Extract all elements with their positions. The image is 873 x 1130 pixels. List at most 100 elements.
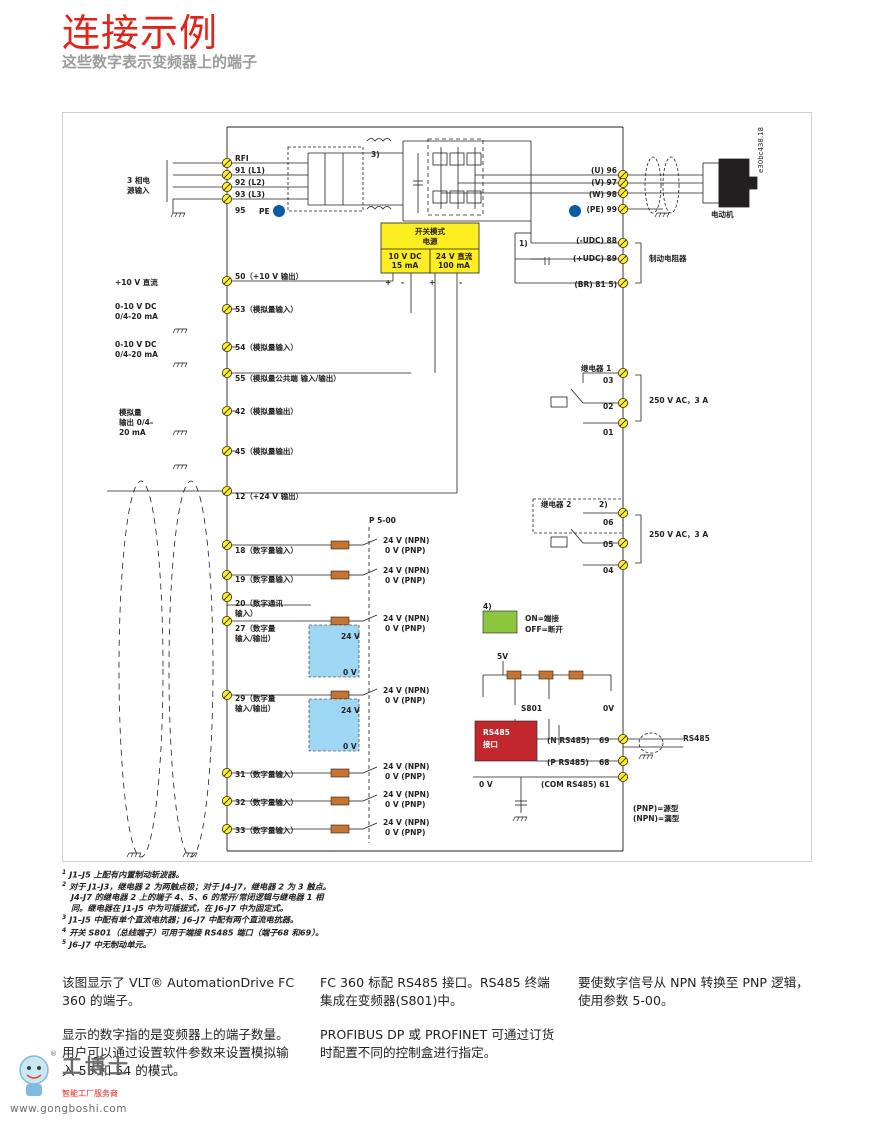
psu-24v-2: 100 mA xyxy=(438,261,470,270)
brake-label: 制动电阻器 xyxy=(649,253,687,263)
relay1-label: 继电器 1 xyxy=(581,363,611,373)
t31-label: 31（数字量输入） xyxy=(235,769,298,779)
t29-label-2: 输入/输出） xyxy=(235,703,275,713)
npn-19: 24 V (NPN) xyxy=(383,566,429,575)
psu-24v-1: 24 V 直流 xyxy=(436,251,473,261)
relay1-rating: 250 V AC，3 A xyxy=(649,396,708,405)
npn-31: 24 V (NPN) xyxy=(383,762,429,771)
t45-label: 45（模拟量输出） xyxy=(235,446,298,456)
switch-off: OFF=断开 xyxy=(525,624,563,634)
ao-label-3: 20 mA xyxy=(119,428,146,437)
npn-32: 24 V (NPN) xyxy=(383,790,429,799)
psu-10v-2: 15 mA xyxy=(392,261,419,270)
rs485-0v-switch: 0V xyxy=(603,704,614,713)
t42-label: 42（模拟量输出） xyxy=(235,406,298,416)
t27-24v: 24 V xyxy=(341,632,360,641)
pnp-19: 0 V (PNP) xyxy=(385,576,425,585)
t68-label: 68 xyxy=(599,758,609,767)
p500-label: P 5-00 xyxy=(369,516,396,525)
t53-label: 53（模拟量输入） xyxy=(235,304,298,314)
col2-para2: PROFIBUS DP 或 PROFINET 可通过订货时配置不同的控制盒进行指… xyxy=(320,1027,555,1060)
psu-plus-1: + xyxy=(385,278,391,287)
r1-01: 01 xyxy=(603,428,613,437)
pnp-31: 0 V (PNP) xyxy=(385,772,425,781)
t93-label: 93 (L3) xyxy=(235,190,265,199)
col3-para1: 要使数字信号从 NPN 转换至 PNP 逻辑，使用参数 5-00。 xyxy=(578,975,809,1008)
watermark-url: www.gongboshi.com xyxy=(10,1103,127,1115)
t27-label-2: 输入/输出） xyxy=(235,633,275,643)
watermark-logo-icon xyxy=(19,1055,49,1096)
t32-label: 32（数字量输入） xyxy=(235,797,298,807)
ai54-label-2: 0/4-20 mA xyxy=(115,350,158,359)
page-title: 连接示例 xyxy=(62,11,219,55)
w98-label: (W) 98 xyxy=(589,190,617,199)
t29-0v: 0 V xyxy=(343,742,357,751)
rs485-5v: 5V xyxy=(497,652,508,661)
control-wiring xyxy=(227,273,458,494)
t91-label: 91 (L1) xyxy=(235,166,265,175)
body-column-3: 要使数字信号从 NPN 转换至 PNP 逻辑，使用参数 5-00。 xyxy=(578,974,814,1026)
udc88-label: (-UDC) 88 xyxy=(576,236,617,245)
psu-minus-2: - xyxy=(459,278,462,287)
t95-label: 95 xyxy=(235,206,245,215)
t12-label: 12（+24 V 输出） xyxy=(235,491,303,501)
br81-label: (BR) 81 5) xyxy=(574,280,617,289)
pnp-29: 0 V (PNP) xyxy=(385,696,425,705)
mains-label-2: 源输入 xyxy=(127,185,150,195)
t54-label: 54（模拟量输入） xyxy=(235,342,298,352)
pe-icon-right xyxy=(569,205,581,217)
npn-33: 24 V (NPN) xyxy=(383,818,429,827)
npn-legend: (NPN)=漏型 xyxy=(633,813,680,823)
col1-para1: 该图显示了 VLT® AutomationDrive FC 360 的端子。 xyxy=(62,975,295,1008)
npn-29: 24 V (NPN) xyxy=(383,686,429,695)
figure-code: e30bc438.18 xyxy=(757,127,765,173)
pe-icon-left xyxy=(273,205,285,217)
ai53-label-1: 0-10 V DC xyxy=(115,302,157,311)
u96-label: (U) 96 xyxy=(591,166,617,175)
psu-10v-1: 10 V DC xyxy=(388,252,422,261)
external-cabling xyxy=(107,480,227,858)
t27-0v: 0 V xyxy=(343,668,357,677)
t55-label: 55（模拟量公共端 输入/输出） xyxy=(235,373,341,383)
v97-label: (V) 97 xyxy=(591,178,617,187)
note-ref-2: 2) xyxy=(599,500,608,509)
npn-27: 24 V (NPN) xyxy=(383,614,429,623)
r1-03: 03 xyxy=(603,376,613,385)
s801-label: S801 xyxy=(521,704,542,713)
r2-04: 04 xyxy=(603,566,613,575)
watermark-reg: ® xyxy=(50,1050,57,1058)
termination-switch xyxy=(482,610,518,634)
ao-label-2: 输出 0/4– xyxy=(119,417,154,427)
t69-label: 69 xyxy=(599,736,609,745)
switch-on: ON=端接 xyxy=(525,613,559,623)
col2-para1: FC 360 标配 RS485 接口。RS485 终端集成在变频器(S801)中… xyxy=(320,975,550,1008)
pnp-legend: (PNP)=源型 xyxy=(633,803,679,813)
connection-diagram: 开关模式 电源 10 V DC 15 mA 24 V 直流 100 mA xyxy=(62,112,812,862)
body-column-1: 该图显示了 VLT® AutomationDrive FC 360 的端子。 显… xyxy=(62,974,298,1096)
body-column-2: FC 360 标配 RS485 接口。RS485 终端集成在变频器(S801)中… xyxy=(320,974,556,1078)
rs485-box-1: RS485 xyxy=(483,728,510,737)
rs485-interface-block xyxy=(474,720,538,762)
mains-wiring xyxy=(166,138,623,284)
npn-18: 24 V (NPN) xyxy=(383,536,429,545)
ai53-label-2: 0/4-20 mA xyxy=(115,312,158,321)
rs485-p: (P RS485) xyxy=(547,758,589,767)
t29-label-1: 29（数字量 xyxy=(235,693,276,703)
t20-label-2: 输入） xyxy=(235,608,258,618)
pnp-32: 0 V (PNP) xyxy=(385,800,425,809)
note-ref-4: 4) xyxy=(483,602,492,611)
rs485-zero: 0 V xyxy=(479,780,493,789)
wiring-svg: 开关模式 电源 10 V DC 15 mA 24 V 直流 100 mA xyxy=(107,126,765,858)
t19-label: 19（数字量输入） xyxy=(235,574,298,584)
pnp-18: 0 V (PNP) xyxy=(385,546,425,555)
r1-02: 02 xyxy=(603,402,613,411)
t20-label-1: 20（数字通讯 xyxy=(235,598,283,608)
mains-label-1: 3 相电 xyxy=(127,175,150,185)
input-resistors xyxy=(330,540,350,834)
rs485-n: (N RS485) xyxy=(547,736,590,745)
